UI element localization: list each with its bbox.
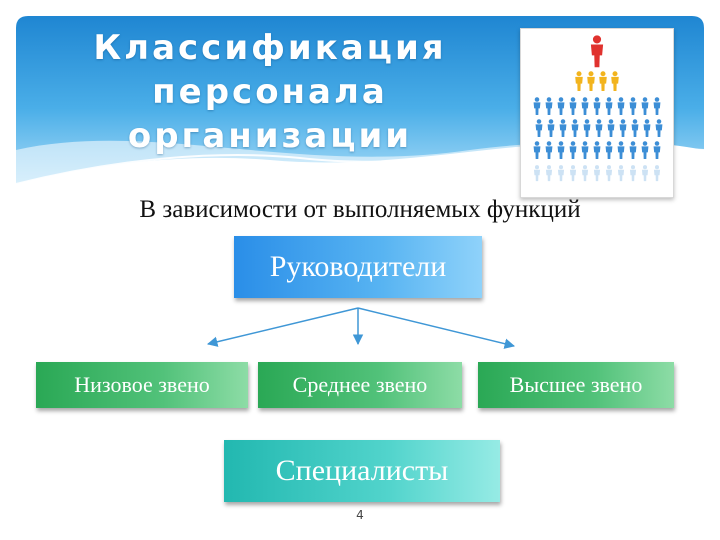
person-figure [534,97,541,115]
slide-title: Классификация персонала организации [70,26,470,164]
person-figure [560,119,567,137]
person-figure [546,141,553,159]
person-figure [644,119,651,137]
person-figure [594,141,601,159]
person-figure [572,119,579,137]
person-figure [546,165,552,181]
person-figure [536,119,543,137]
person-figure [620,119,627,137]
person-figure [618,141,625,159]
managers-box: Руководители [234,236,482,298]
person-figure [534,165,540,181]
person-figure [594,97,601,115]
person-figure [618,97,625,115]
connector-arrow-low [208,308,358,344]
person-figure [596,119,603,137]
person-figure [606,165,612,181]
specialists-box: Специалисты [224,440,500,502]
person-figure [630,165,636,181]
person-figure [570,97,577,115]
person-figure [608,119,615,137]
person-figure [630,97,637,115]
person-figure [642,165,648,181]
person-figure [642,97,649,115]
person-figure [582,165,588,181]
person-figure [654,141,661,159]
middle-level-box: Среднее звено [258,362,462,408]
person-figure [606,141,613,159]
page-number: 4 [350,508,370,522]
connector-arrow-high [358,308,514,346]
person-figure [611,71,619,91]
person-figure [575,71,583,91]
person-figure [587,71,595,91]
person-figure [632,119,639,137]
person-figure [599,71,607,91]
person-figure [656,119,663,137]
person-figure [558,165,564,181]
person-figure [630,141,637,159]
person-figure [570,141,577,159]
person-figure [548,119,555,137]
person-figure [591,35,603,67]
lower-level-box: Низовое звено [36,362,248,408]
staff-hierarchy-pyramid-icon [520,28,674,198]
person-figure [584,119,591,137]
person-figure [546,97,553,115]
person-figure [582,97,589,115]
person-figure [534,141,541,159]
person-figure [582,141,589,159]
top-level-box: Высшее звено [478,362,674,408]
person-figure [618,165,624,181]
person-figure [594,165,600,181]
person-figure [558,141,565,159]
person-figure [570,165,576,181]
person-figure [558,97,565,115]
person-figure [642,141,649,159]
person-figure [654,97,661,115]
person-figure [654,165,660,181]
slide-subtitle: В зависимости от выполняемых функций [0,196,720,224]
person-figure [606,97,613,115]
